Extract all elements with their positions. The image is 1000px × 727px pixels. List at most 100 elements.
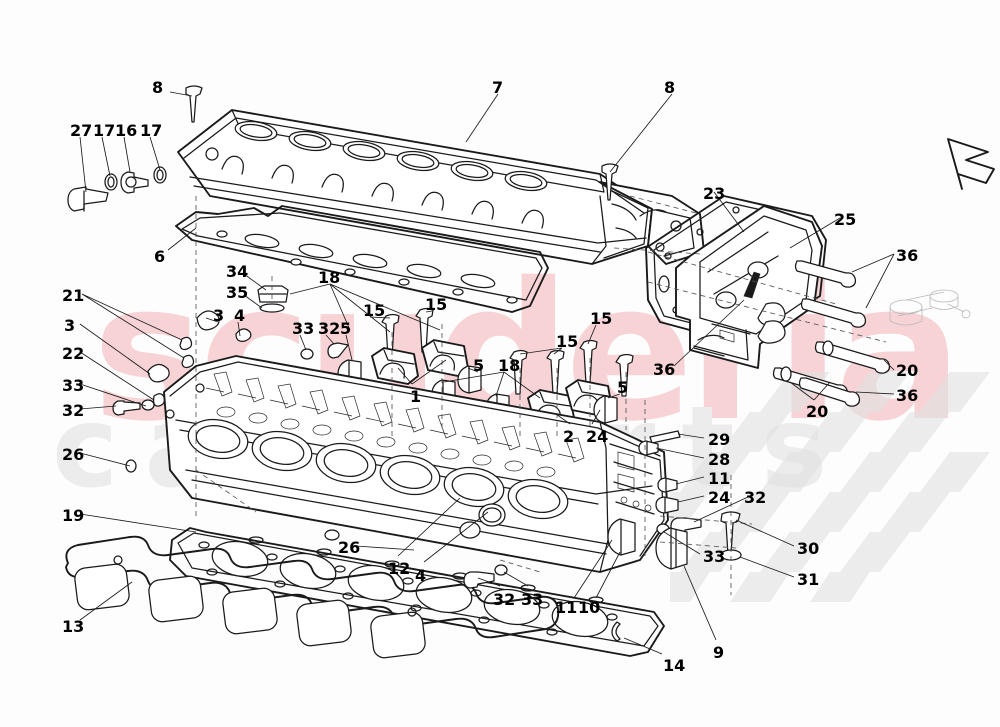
callout-label-33: 33 <box>292 319 315 338</box>
dowel-part-28 <box>638 440 659 456</box>
callout-label-15: 15 <box>590 309 613 328</box>
callout-label-24: 24 <box>586 427 609 446</box>
ghost-part-outline <box>889 289 971 326</box>
head-bolt-part-15-c <box>509 349 528 395</box>
callout-label-15: 15 <box>556 332 579 351</box>
callout-label-9: 9 <box>713 643 725 662</box>
callout-label-26: 26 <box>62 445 85 464</box>
valve-cap-part-22 <box>152 393 166 407</box>
callout-label-34: 34 <box>226 262 249 281</box>
plug-part-24-right <box>655 496 679 514</box>
head-bolt-part-18-a <box>615 353 634 397</box>
callout-label-19: 19 <box>62 506 85 525</box>
seal-ring-part-14 <box>611 621 621 642</box>
dowel-pin-part-29 <box>649 430 681 444</box>
dowel-part-26-left <box>125 459 137 473</box>
callout-label-36: 36 <box>896 246 919 265</box>
plug-part-11-right <box>657 477 678 493</box>
callout-label-33: 33 <box>62 376 85 395</box>
banjo-bolt-part-16 <box>120 171 149 194</box>
callout-label-15: 15 <box>425 295 448 314</box>
welsh-plug-part-9 <box>655 527 688 570</box>
cover-bolt-part-36-c <box>798 377 861 407</box>
timing-cover-part-25 <box>675 205 823 369</box>
plug-seal-part-35 <box>259 303 285 313</box>
callout-label-27: 27 <box>70 121 93 140</box>
callout-label-2: 2 <box>563 427 575 446</box>
valve-collet-part-21-a <box>179 336 193 351</box>
callout-label-11: 11 <box>555 598 578 617</box>
washer-part-33-mid <box>300 348 314 360</box>
callout-label-6: 6 <box>154 247 166 266</box>
cover-bolt-part-8-left <box>185 85 203 123</box>
callout-label-17: 17 <box>93 121 116 140</box>
callout-label-20: 20 <box>896 361 919 380</box>
callout-label-7: 7 <box>492 78 504 97</box>
valve-spring-seat-part-5-b <box>457 365 482 394</box>
callout-label-14: 14 <box>663 656 686 675</box>
callout-label-4: 4 <box>234 306 246 325</box>
callout-label-20: 20 <box>806 402 829 421</box>
callout-label-36: 36 <box>653 360 676 379</box>
head-bolt-part-15-b <box>415 307 434 353</box>
callout-label-11: 11 <box>708 469 731 488</box>
bolt-part-32-left <box>112 400 141 416</box>
alignment-axes <box>195 195 887 595</box>
callout-label-10: 10 <box>578 598 601 617</box>
callout-label-13: 13 <box>62 617 85 636</box>
callout-label-18: 18 <box>498 356 521 375</box>
callout-label-32: 32 <box>318 319 341 338</box>
head-bolt-part-15-d <box>546 349 565 395</box>
callout-label-22: 22 <box>62 344 85 363</box>
cylinder-head-part-12 <box>163 355 669 573</box>
callout-label-1: 1 <box>410 387 422 406</box>
callout-label-8: 8 <box>152 78 164 97</box>
valve-cover-gasket-part-6 <box>175 205 549 313</box>
direction-arrow-shape <box>947 138 995 190</box>
cover-bolt-part-36-b <box>800 298 867 328</box>
valve-cover-part-7 <box>177 109 705 265</box>
callout-label-32: 32 <box>493 590 516 609</box>
oil-fitting-part-27 <box>67 186 109 212</box>
callout-label-3: 3 <box>213 306 225 325</box>
head-bolt-part-15-e <box>579 339 598 385</box>
exhaust-manifold-gasket-part-13 <box>65 535 560 659</box>
callout-label-36: 36 <box>896 386 919 405</box>
callout-label-15: 15 <box>363 301 386 320</box>
callout-label-4: 4 <box>415 566 427 585</box>
callout-label-21: 21 <box>62 286 85 305</box>
callout-label-16: 16 <box>115 121 138 140</box>
callout-label-5: 5 <box>340 319 352 338</box>
callout-label-31: 31 <box>797 570 820 589</box>
callout-label-33: 33 <box>703 547 726 566</box>
callout-label-29: 29 <box>708 430 731 449</box>
camshaft-cap-part-1-a <box>371 347 419 385</box>
callout-label-32: 32 <box>744 488 767 507</box>
bolt-part-32-mid <box>327 342 349 359</box>
callout-label-26: 26 <box>338 538 361 557</box>
cover-bolt-part-20-a <box>814 340 891 374</box>
valve-guide-part-4-a <box>235 328 252 342</box>
callout-label-18: 18 <box>318 268 341 287</box>
valve-spring-seat-part-5-e <box>593 395 618 424</box>
callout-label-32: 32 <box>62 401 85 420</box>
callout-label-25: 25 <box>834 210 857 229</box>
oil-filler-plug-part-34 <box>257 285 289 303</box>
callout-label-23: 23 <box>703 184 726 203</box>
callout-label-5: 5 <box>473 356 485 375</box>
callout-label-30: 30 <box>797 539 820 558</box>
welsh-plug-part-11 <box>607 518 636 556</box>
seal-ring-part-17-left <box>104 173 118 191</box>
callout-label-24: 24 <box>708 488 731 507</box>
valve-collet-part-21-b <box>181 354 195 369</box>
callout-label-12: 12 <box>388 559 411 578</box>
bolt-part-32-bottom <box>463 571 495 589</box>
cover-bolt-part-36-a <box>794 260 857 288</box>
valve-cap-part-3-a <box>147 363 170 383</box>
cover-bolt-part-8-right <box>601 163 619 201</box>
callout-label-33: 33 <box>521 590 544 609</box>
leader-lines <box>79 91 895 655</box>
washer-part-33-bottom <box>494 564 508 576</box>
valve-cap-part-3-b <box>196 310 220 331</box>
